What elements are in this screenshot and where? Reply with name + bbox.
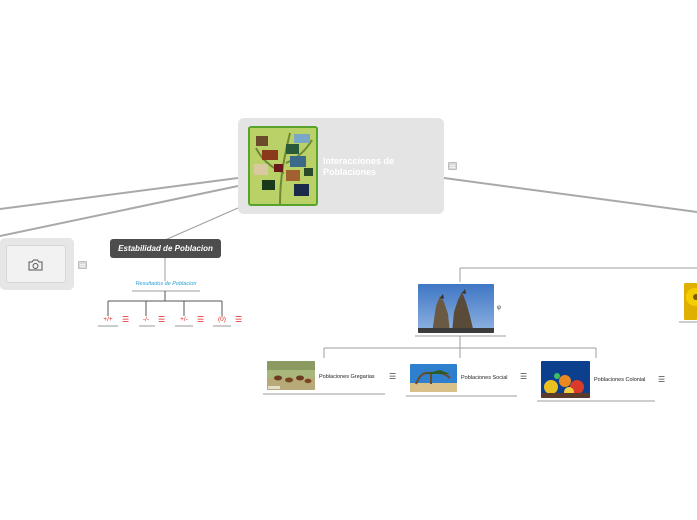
wolves-marker: φ xyxy=(497,305,501,311)
child-label[interactable]: Poblaciones Gregarias xyxy=(319,374,375,380)
central-topic-title: Interacciones de Poblaciones xyxy=(323,156,433,178)
menu-icon[interactable]: ☰ xyxy=(122,316,129,324)
camera-icon xyxy=(28,258,43,270)
menu-icon[interactable]: ☰ xyxy=(235,316,242,324)
symbol-competition[interactable]: -/- xyxy=(135,316,157,323)
estabilidad-node[interactable]: Estabilidad de Poblacion xyxy=(110,239,221,258)
menu-icon[interactable]: ☰ xyxy=(197,316,204,324)
symbol-predation[interactable]: +/- xyxy=(173,316,195,323)
symbol-neutralism[interactable]: (0) xyxy=(211,316,233,323)
menu-icon[interactable]: ☰ xyxy=(520,373,527,381)
child-label[interactable]: Poblaciones Social xyxy=(461,375,507,381)
resultados-node[interactable]: Resultados de Poblacion xyxy=(128,281,204,287)
note-icon[interactable] xyxy=(448,162,457,170)
wolves-image[interactable] xyxy=(418,284,494,333)
gregarias-image[interactable] xyxy=(267,361,315,390)
note-icon[interactable] xyxy=(78,261,87,269)
central-topic-image xyxy=(248,126,318,206)
child-label[interactable]: Poblaciones Colonial xyxy=(594,377,645,383)
partial-image-right[interactable] xyxy=(684,283,697,320)
social-image[interactable] xyxy=(410,364,457,392)
menu-icon[interactable]: ☰ xyxy=(158,316,165,324)
symbol-mutualism[interactable]: +/+ xyxy=(97,316,119,323)
menu-icon[interactable]: ☰ xyxy=(389,373,396,381)
menu-icon[interactable]: ☰ xyxy=(658,376,665,384)
colonial-image[interactable] xyxy=(541,361,590,398)
